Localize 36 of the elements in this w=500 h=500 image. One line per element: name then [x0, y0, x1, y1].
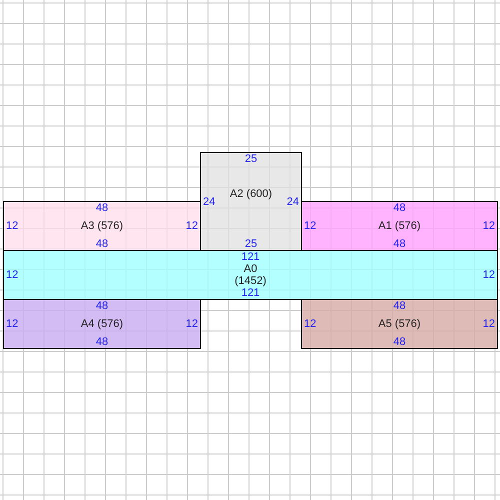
- dimension-label: 12: [186, 220, 198, 232]
- dimension-label: 12: [482, 269, 495, 281]
- dimension-label: 25: [244, 238, 258, 250]
- room-area: [3, 299, 201, 349]
- dimension-label: 12: [304, 220, 316, 232]
- dimension-label: 121: [241, 287, 260, 299]
- room-label: A0 (1452): [234, 263, 268, 287]
- room-area: [301, 299, 498, 349]
- dimension-label: 48: [96, 300, 108, 312]
- dimension-label: 12: [482, 220, 495, 232]
- dimension-label: 48: [96, 336, 108, 348]
- room-area: [3, 201, 201, 251]
- dimension-label: 24: [203, 196, 216, 208]
- dimension-label: 48: [393, 300, 406, 312]
- room-area: [301, 201, 498, 251]
- room-label: A3 (576): [80, 220, 124, 232]
- dimension-label: 48: [393, 202, 406, 214]
- dimension-label: 48: [96, 202, 108, 214]
- dimension-label: 12: [304, 318, 316, 330]
- dimension-label: 12: [186, 318, 198, 330]
- room-label: A5 (576): [378, 318, 422, 330]
- dimension-label: 48: [393, 336, 406, 348]
- room-area: [200, 152, 302, 251]
- room-label: A2 (600): [229, 188, 273, 200]
- dimension-label: 48: [393, 238, 406, 250]
- dimension-label: 25: [244, 153, 258, 165]
- room-area: [3, 250, 498, 300]
- dimension-label: 121: [241, 251, 260, 263]
- dimension-label: 12: [6, 269, 18, 281]
- dimension-label: 48: [96, 238, 108, 250]
- dimension-label: 12: [6, 318, 18, 330]
- dimension-label: 12: [482, 318, 495, 330]
- dimension-label: 12: [6, 220, 18, 232]
- dimension-label: 24: [286, 196, 299, 208]
- room-label: A1 (576): [378, 220, 422, 232]
- room-label: A4 (576): [80, 318, 124, 330]
